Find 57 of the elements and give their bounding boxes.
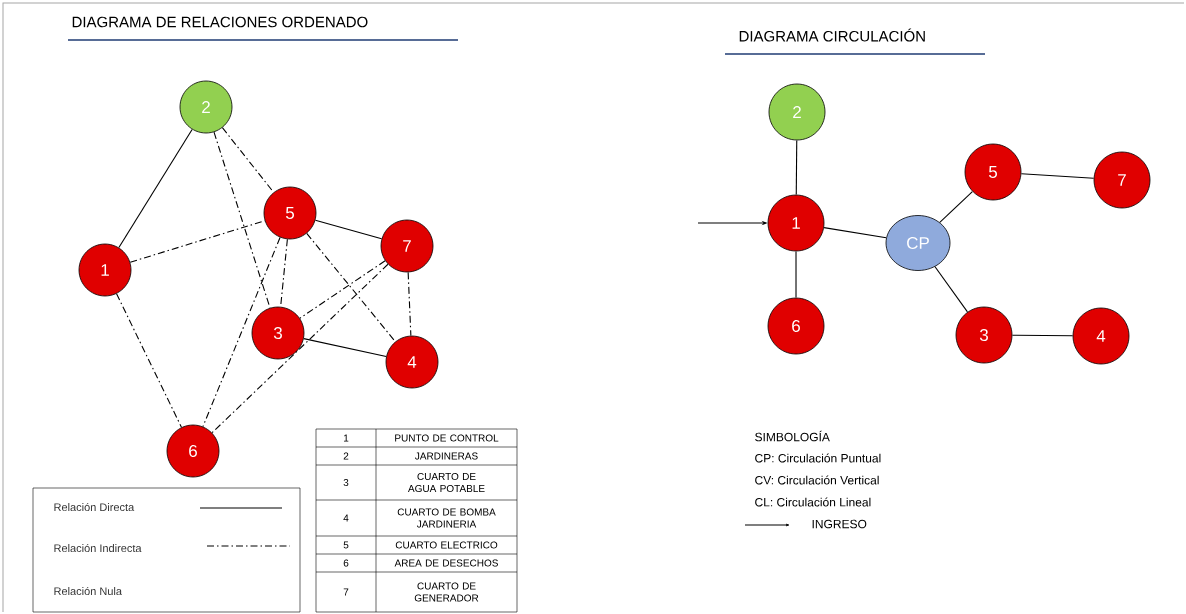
connector-line — [221, 127, 275, 193]
circle-node: 4 — [385, 335, 439, 389]
connector-line — [407, 271, 412, 337]
legend-text: INGRESO — [812, 519, 867, 529]
connector-line — [211, 263, 389, 434]
table-cell: 4 — [343, 514, 349, 522]
circle-node: 2 — [179, 80, 233, 134]
circle-node: 6 — [166, 424, 220, 478]
circle-node: 3 — [251, 306, 305, 360]
ellipse-node: CP — [885, 215, 951, 271]
circle-node: 1 — [767, 194, 825, 252]
table-cell: CUARTO DE BOMBA JARDINERIA — [397, 508, 496, 528]
connector-line — [213, 131, 271, 309]
connector-line — [314, 219, 383, 240]
circle-node: 5 — [964, 143, 1022, 201]
table-cell: 3 — [343, 478, 349, 487]
connector-line — [1011, 334, 1074, 337]
circle-node: 2 — [768, 83, 826, 141]
circle-node: 7 — [380, 219, 434, 273]
connector-line — [795, 139, 798, 196]
circle-node: 7 — [1093, 151, 1151, 209]
circle-node: 5 — [263, 186, 317, 240]
table-cell: AREA DE DESECHOS — [394, 559, 498, 567]
connector-line — [129, 220, 266, 263]
connector-line — [795, 250, 797, 299]
circle-node: 4 — [1072, 307, 1130, 365]
circle-node: 3 — [955, 306, 1013, 364]
connector-line — [299, 260, 386, 319]
table-cell: 7 — [343, 588, 349, 596]
connector-line — [1020, 173, 1095, 179]
connector-line — [116, 293, 182, 428]
connector-line — [939, 191, 973, 223]
table-cell: CUARTO DE GENERADOR — [414, 582, 479, 602]
table-cell: 6 — [343, 559, 349, 567]
legend-text: CV: Circulación Vertical — [755, 475, 879, 485]
circle-node: 1 — [78, 243, 132, 297]
connector-line — [303, 338, 387, 357]
legend-text: CP: Circulación Puntual — [755, 453, 881, 463]
legend-text: Relación Indirecta — [54, 543, 142, 553]
section-heading: DIAGRAMA CIRCULACIÓN — [739, 28, 925, 42]
legend-text: Relación Nula — [54, 586, 122, 596]
connector-line — [934, 266, 968, 313]
legend-text: CL: Circulación Lineal — [755, 497, 871, 507]
connector-line — [823, 227, 887, 239]
legend-text: Relación Directa — [54, 502, 135, 512]
table-cell: 5 — [343, 541, 349, 549]
table-cell: PUNTO DE CONTROL — [395, 434, 499, 442]
table-cell: CUARTO ELECTRICO — [395, 541, 498, 549]
diagram-title: DIAGRAMA DE RELACIONES ORDENADO — [72, 16, 368, 28]
circle-node: 6 — [767, 297, 825, 355]
table-cell: JARDINERAS — [415, 452, 478, 460]
table-cell: 2 — [343, 452, 349, 460]
legend-text: SIMBOLOGÍA — [755, 430, 830, 442]
table-cell: 1 — [344, 434, 349, 442]
table-cell: CUARTO DE AGUA POTABLE — [408, 472, 485, 493]
connector-line — [118, 128, 193, 249]
connector-line — [202, 236, 281, 428]
